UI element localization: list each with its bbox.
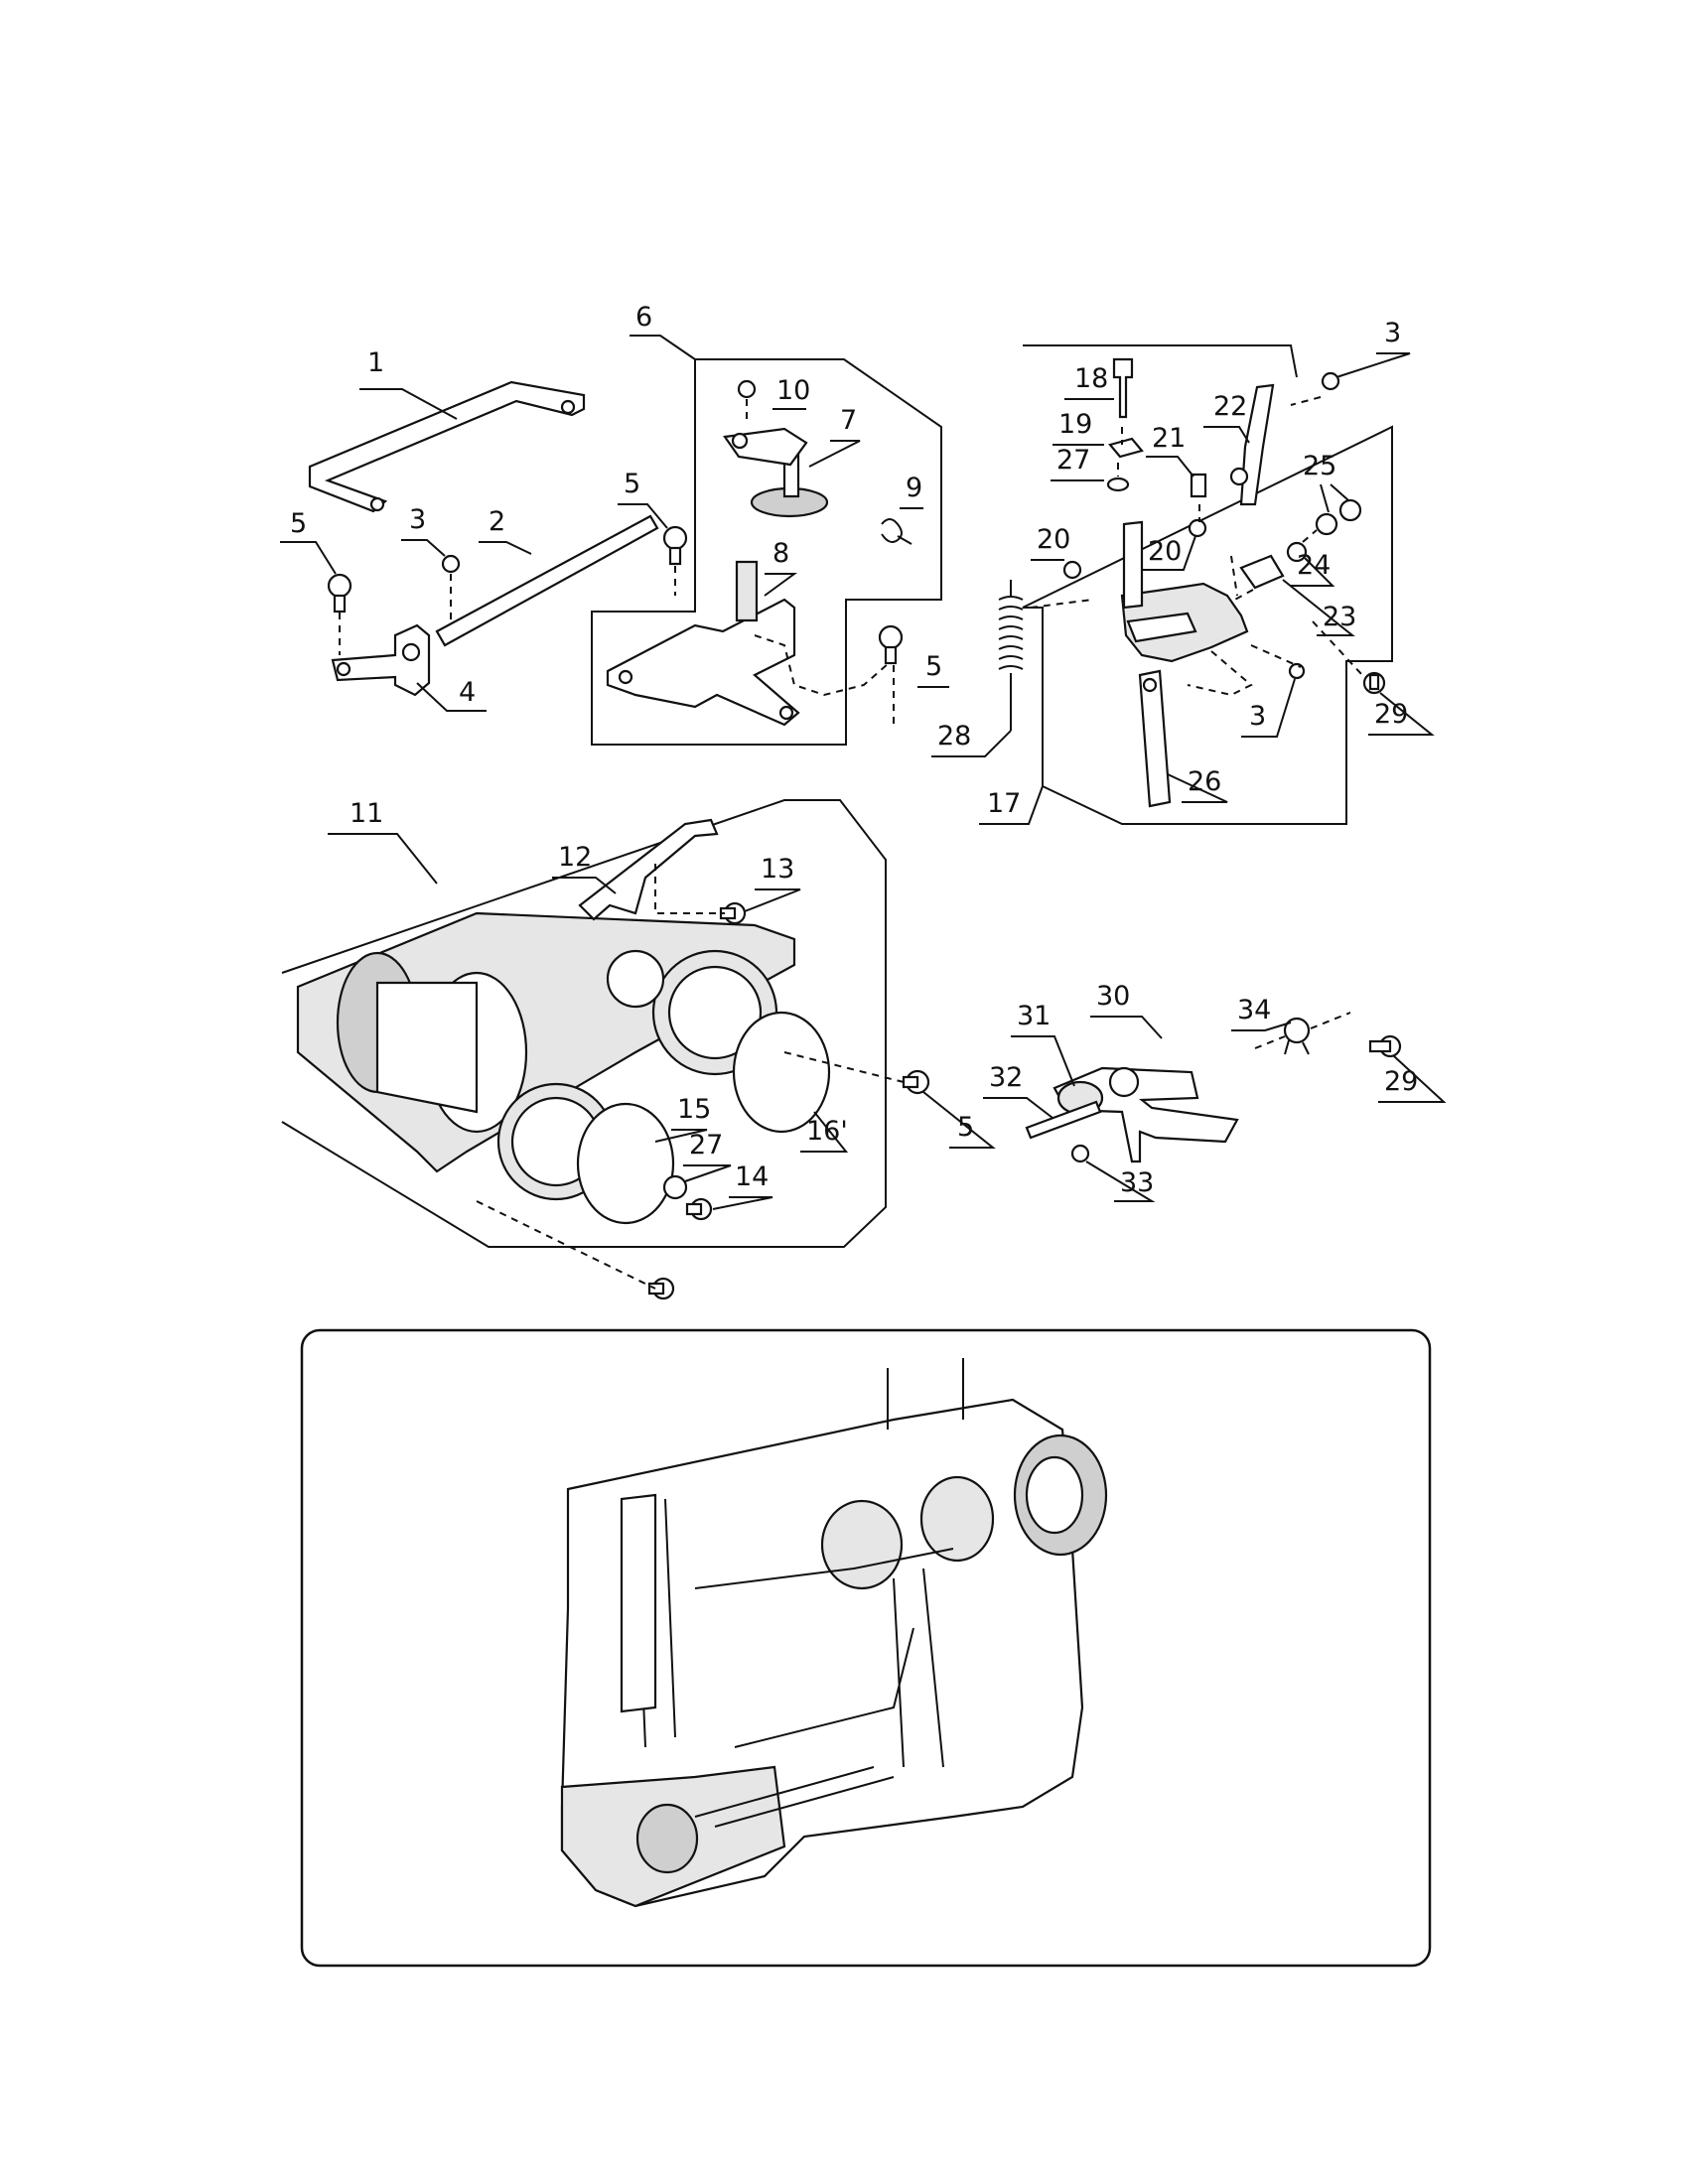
assembly-17: 3 18 22 19 21 27 25 20 20 24 23 3 29 28 … [931,318,1435,825]
label-23: 23 [1323,602,1356,632]
label-12: 12 [558,842,592,873]
label-7: 7 [840,405,857,436]
screw-icon [878,624,904,665]
label-31: 31 [1017,1001,1051,1031]
location-inset [300,1328,1432,1968]
part-33-ring [1070,1144,1090,1163]
assembly-17-outline [1022,344,1393,825]
screw-icon [902,1069,930,1095]
assembly-11: 11 12 13 5 16' 15 27 14 [281,798,996,1300]
part-25-washer [1315,512,1338,536]
label-5: 5 [290,508,307,539]
label-24: 24 [1297,550,1331,581]
label-5: 5 [957,1112,974,1143]
screw-icon [647,1277,675,1300]
part-27-washer [662,1174,688,1200]
part-20-nut [1062,560,1082,580]
label-13: 13 [761,854,794,885]
label-16-prime: 16' [806,1116,848,1147]
part-10-clip [737,379,757,399]
label-32: 32 [989,1062,1023,1093]
assembly-6-outline [591,358,942,746]
label-27: 27 [689,1130,723,1160]
part-21-pin [1190,473,1207,498]
label-29: 29 [1374,699,1408,730]
screw-icon [1368,1034,1402,1058]
label-18: 18 [1074,363,1108,394]
inset-frame [300,1328,1432,1968]
assembly-11-outline [281,799,887,1248]
part-32-pin [1025,1100,1102,1140]
label-20: 20 [1037,524,1070,555]
label-19: 19 [1058,409,1092,440]
label-4: 4 [459,677,476,708]
label-3: 3 [1249,701,1266,732]
part-3-ring [1288,662,1306,680]
part-9-spring [881,518,912,545]
part-4-bracket [331,623,431,697]
label-3: 3 [1384,318,1401,348]
label-3: 3 [409,504,426,535]
part-8-base [606,598,800,727]
label-14: 14 [735,1161,769,1192]
screw-icon [719,901,747,925]
part-28-spring [998,580,1024,731]
part-22-lever [1239,383,1275,506]
label-20: 20 [1148,536,1182,567]
label-29: 29 [1384,1066,1418,1097]
label-15: 15 [677,1094,711,1125]
part-34-spring [1283,1017,1311,1044]
part-18-bolt [1112,357,1134,419]
screw-icon [685,1197,713,1221]
part-24-washer [1286,541,1308,563]
screw-icon [327,573,352,614]
label-5: 5 [925,651,942,682]
part-20-nut [1188,518,1207,538]
part-1-bar [308,380,586,513]
part-27-washer [1106,477,1130,492]
gear-icon [919,1475,995,1563]
label-11: 11 [350,798,383,829]
part-8-post [735,560,759,622]
part-19-plate [1108,437,1144,459]
part-25-washer [1338,498,1362,522]
assembly-top-left: 1 2 3 5 5 4 [280,347,688,712]
label-10: 10 [776,375,810,406]
screw-icon [1362,671,1386,695]
label-30: 30 [1096,981,1130,1012]
gear-icon [820,1499,904,1590]
part-15-disc [576,1102,675,1225]
label-9: 9 [906,473,922,503]
part-26-arm [1138,669,1172,808]
label-8: 8 [772,538,789,569]
assembly-6: 6 10 7 9 8 5 [591,302,949,746]
label-28: 28 [937,721,971,751]
label-6: 6 [635,302,652,333]
label-22: 22 [1213,391,1247,422]
label-33: 33 [1120,1167,1154,1198]
label-25: 25 [1303,451,1336,481]
part-16-disc [732,1011,831,1134]
label-34: 34 [1237,995,1271,1025]
bobbin-hook-icon [635,1803,699,1874]
part-23-spring [1239,554,1285,590]
label-2: 2 [489,506,505,537]
screw-icon [662,525,688,566]
label-27: 27 [1056,445,1090,476]
part-3-ring [1321,371,1340,391]
assembly-lever: 34 30 31 32 33 29 [983,981,1447,1202]
label-1: 1 [367,347,384,378]
part-12-bracket [578,818,719,921]
label-21: 21 [1152,423,1186,454]
label-5: 5 [624,469,640,499]
part-3-ring [441,554,461,574]
part-2-shaft [435,514,659,647]
label-17: 17 [987,788,1021,819]
